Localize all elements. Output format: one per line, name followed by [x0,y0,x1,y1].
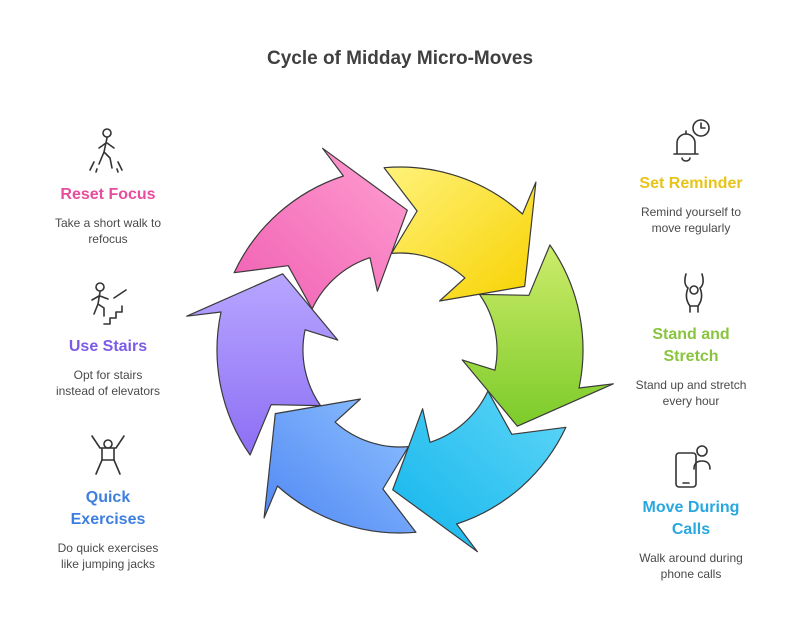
reset-focus-arrow [233,147,408,310]
stairs-climber-icon [84,280,132,326]
quick-exercises-description: Do quick exercises like jumping jacks [57,541,159,571]
move-calls-heading: Move During Calls [642,499,740,538]
phone-person-icon [672,443,716,489]
stand-stretch-description: Stand up and stretch every hour [635,378,747,408]
step-use-stairs: Use Stairs Opt for stairs instead of ele… [20,336,196,399]
alarm-bell-icon [668,118,716,164]
walking-person-icon [84,126,130,174]
use-stairs-heading: Use Stairs [68,338,148,355]
cycle-arrows [186,147,614,553]
step-set-reminder: Set Reminder Remind yourself to move reg… [603,173,779,236]
jumping-jack-icon [84,430,132,478]
move-calls-description: Walk around during phone calls [639,551,743,581]
quick-exercises-heading: Quick Exercises [70,489,146,528]
set-reminder-description: Remind yourself to move regularly [640,205,742,235]
reset-focus-heading: Reset Focus [60,186,156,203]
stretching-figure-icon [676,268,712,316]
step-move-during-calls: Move During Calls Walk around during pho… [603,497,779,582]
reset-focus-description: Take a short walk to refocus [54,216,162,246]
use-stairs-description: Opt for stairs instead of elevators [55,368,161,398]
step-reset-focus: Reset Focus Take a short walk to refocus [20,184,196,247]
step-stand-stretch: Stand and Stretch Stand up and stretch e… [603,324,779,409]
diagram-title: Cycle of Midday Micro-Moves [266,48,534,69]
move-calls-arrow [392,390,567,553]
set-reminder-heading: Set Reminder [639,175,743,192]
use-stairs-arrow [186,273,339,456]
step-quick-exercises: Quick Exercises Do quick exercises like … [20,487,196,572]
stand-stretch-heading: Stand and Stretch [652,326,730,365]
quick-exercises-arrow [263,398,417,534]
set-reminder-arrow [383,166,537,302]
stand-stretch-arrow [461,244,614,427]
